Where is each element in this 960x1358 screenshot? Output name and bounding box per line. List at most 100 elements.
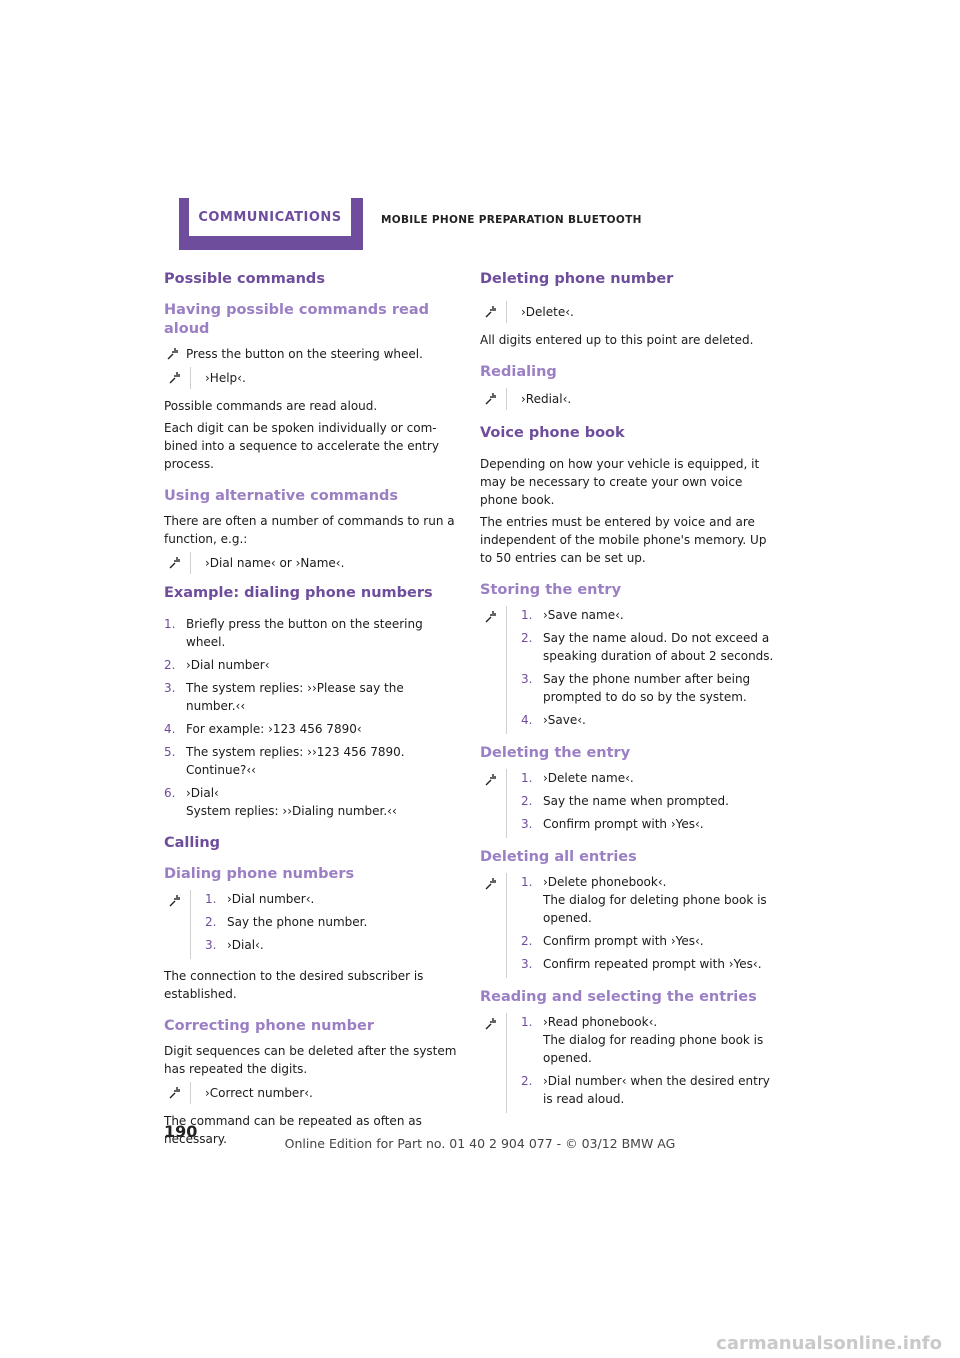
heading-alternative: Using alternative commands [164, 488, 399, 504]
list-item: 2. ›Dial number‹ when the desired entry i… [521, 1072, 780, 1108]
step-number: 3. [521, 672, 533, 686]
list-item: 3. ›Dial‹. [205, 936, 464, 954]
heading-deleting-all: Deleting all entries [480, 849, 637, 865]
dialing-steps: 1.›Dial number‹. 2.Say the phone number. 3… [205, 890, 464, 954]
list-item: 3.The system replies: ››Please say the n… [164, 679, 464, 715]
connection-paragraph: The connection to the desired subscriber… [164, 969, 424, 1001]
list-item: 2.Say the phone number. [205, 913, 464, 931]
voice-command-icon [485, 393, 496, 405]
voice-gutter [164, 890, 191, 959]
voice-paragraph-1: Depending on how your vehicle is equippe… [480, 457, 760, 507]
step-text: ›Save name‹. [543, 608, 624, 622]
step-text: ›Dial‹. [227, 938, 264, 952]
press-button-text: Press the button on the steering wheel. [186, 347, 423, 361]
step-text: Briefly press the button on the steering… [186, 617, 423, 649]
list-item: 2. ›Dial number‹ [164, 656, 464, 674]
reading-box: 1. ›Read phonebook‹. The dialog for readi… [480, 1013, 780, 1113]
step-text: ›Delete name‹. [543, 771, 634, 785]
voice-command-icon [164, 345, 186, 363]
heading-correcting: Correcting phone number [164, 1018, 374, 1034]
list-item: 1.›Delete name‹. [521, 769, 780, 787]
heading-example: Example: dialing phone numbers [164, 585, 433, 601]
voice-paragraph-2: The entries must be entered by voice and… [480, 515, 767, 565]
watermark: carmanualsonline.info [716, 1333, 942, 1354]
correct-command: ›Correct number‹. [205, 1086, 313, 1100]
heading-deleting-entry: Deleting the entry [480, 745, 631, 761]
step-number: 5. [164, 745, 176, 759]
step-text: Say the name aloud. Do not exceed a spea… [543, 631, 774, 663]
list-item: 4.For example: ›123 456 7890‹ [164, 720, 464, 738]
list-item: 1. ›Delete phonebook‹. The dialog for del… [521, 873, 780, 927]
voice-gutter [164, 367, 191, 389]
step-number: 2. [521, 631, 533, 645]
redial-command: ›Redial‹. [521, 392, 572, 406]
step-number: 3. [521, 957, 533, 971]
press-button-row: Press the button on the steering wheel. [164, 345, 464, 363]
step-text: Confirm repeated prompt with ›Yes‹. [543, 957, 762, 971]
step-number: 1. [521, 608, 533, 622]
voice-command-icon [485, 611, 496, 623]
voice-command-icon [485, 878, 496, 890]
step-number: 2. [164, 658, 176, 672]
voice-command-icon [485, 1018, 496, 1030]
step-number: 1. [205, 892, 217, 906]
digit-paragraph: Each digit can be spoken individually or… [164, 421, 439, 471]
right-column: Deleting phone number ›Delete‹. All digi… [480, 270, 780, 1121]
list-item: 1. Briefly press the button on the steeri… [164, 615, 464, 651]
step-text: ›Dial number‹ when the desired entry is … [543, 1074, 770, 1106]
heading-reading: Reading and selecting the entries [480, 989, 757, 1005]
voice-gutter [480, 388, 507, 410]
list-item: 2. Say the name aloud. Do not exceed a sp… [521, 629, 780, 665]
repeat-paragraph: The command can be repeated as often as … [164, 1114, 422, 1146]
deleting-entry-steps: 1.›Delete name‹.2.Say the name when prom… [521, 769, 780, 833]
step-number: 3. [521, 817, 533, 831]
voice-command-icon [169, 557, 180, 569]
step-number: 1. [521, 875, 533, 889]
step-number: 2. [521, 1074, 533, 1088]
heading-dialing: Dialing phone numbers [164, 866, 355, 882]
voice-gutter [164, 1082, 191, 1104]
heading-calling: Calling [164, 835, 221, 851]
voice-gutter [164, 552, 191, 574]
list-item: 5.The system replies: ››123 456 7890. Co… [164, 743, 464, 779]
deleting-all-box: 1. ›Delete phonebook‹. The dialog for del… [480, 873, 780, 978]
step-number: 2. [521, 794, 533, 808]
voice-gutter [480, 301, 507, 323]
step-text: Confirm prompt with ›Yes‹. [543, 934, 704, 948]
redial-command-box: ›Redial‹. [480, 388, 780, 410]
step-text: ›Dial number‹ [186, 658, 270, 672]
step-text: The system replies: ››Please say the num… [186, 681, 404, 713]
section-tab: COMMUNICATIONS [179, 198, 363, 250]
voice-gutter [480, 769, 507, 838]
step-number: 1. [164, 617, 176, 631]
delete-command-box: ›Delete‹. [480, 301, 780, 323]
delete-command: ›Delete‹. [521, 305, 574, 319]
heading-read-aloud: Having possible commands read aloud [164, 302, 429, 337]
step-text: ›Save‹. [543, 713, 586, 727]
voice-command-icon [169, 1087, 180, 1099]
storing-box: 1. ›Save name‹. 2. Say the name aloud. Do n… [480, 606, 780, 734]
voice-gutter [480, 1013, 507, 1113]
list-item: 2.Confirm prompt with ›Yes‹. [521, 932, 780, 950]
step-text: ›Read phonebook‹. The dialog for reading… [543, 1015, 764, 1065]
list-item: 1. ›Save name‹. [521, 606, 780, 624]
voice-command-icon [169, 372, 180, 384]
heading-deleting-number: Deleting phone number [480, 271, 674, 287]
step-text: Say the phone number. [227, 915, 368, 929]
step-number: 3. [205, 938, 217, 952]
voice-command-icon [485, 774, 496, 786]
heading-voice-book: Voice phone book [480, 425, 625, 441]
step-text: Say the phone number after being prompte… [543, 672, 751, 704]
correcting-paragraph: Digit sequences can be deleted after the… [164, 1044, 457, 1076]
heading-redialing: Redialing [480, 364, 557, 380]
step-number: 1. [521, 1015, 533, 1029]
voice-command-icon [169, 895, 180, 907]
example-steps: 1. Briefly press the button on the steeri… [164, 615, 464, 820]
voice-gutter [480, 873, 507, 978]
list-item: 1.›Dial number‹. [205, 890, 464, 908]
left-column: Possible commands Having possible comman… [164, 270, 464, 1152]
step-text: ›Delete phonebook‹. The dialog for delet… [543, 875, 767, 925]
storing-steps: 1. ›Save name‹. 2. Say the name aloud. Do n… [521, 606, 780, 729]
footer-edition: Online Edition for Part no. 01 40 2 904 … [284, 1136, 676, 1151]
list-item: 6.›Dial‹ System replies: ››Dialing numbe… [164, 784, 464, 820]
